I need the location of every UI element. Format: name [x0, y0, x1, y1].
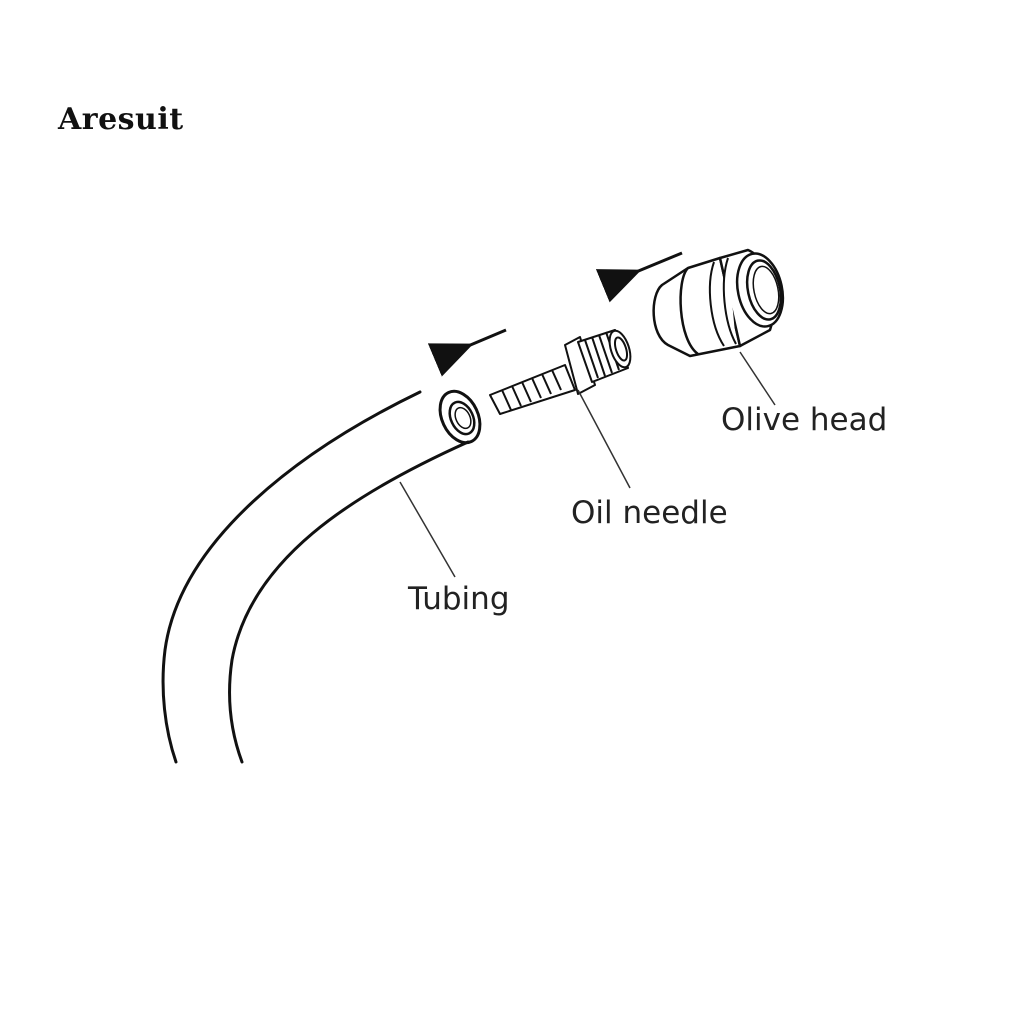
- olive-head-part: [652, 248, 785, 358]
- tubing-part: [161, 389, 482, 764]
- brand-logo: Aresuit: [58, 102, 184, 137]
- oil-needle-part: [489, 329, 632, 415]
- arrow-left-icon: [427, 328, 507, 377]
- arrow-left-icon: [595, 251, 683, 303]
- leader-lines: [399, 351, 776, 578]
- tubing-label: Tubing: [408, 581, 510, 617]
- olive-head-label: Olive head: [721, 402, 888, 438]
- oil-needle-label: Oil needle: [571, 495, 728, 531]
